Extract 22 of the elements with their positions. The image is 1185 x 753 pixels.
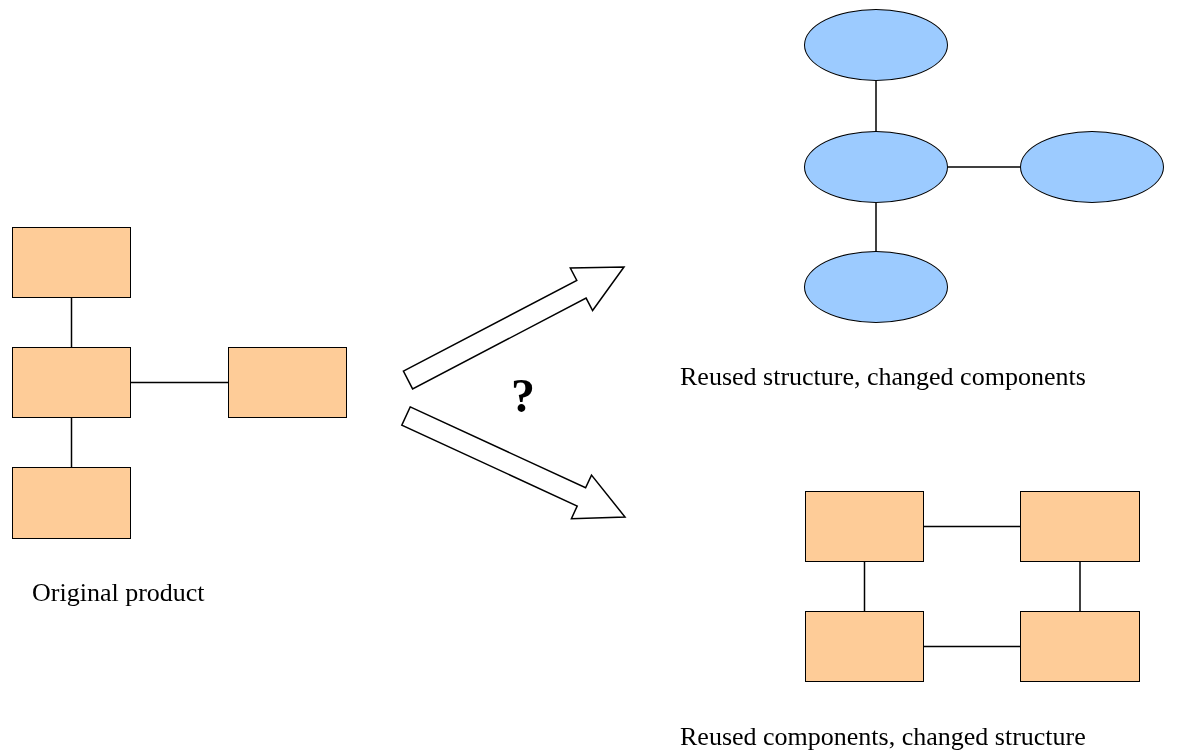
connector-line	[70, 297, 73, 348]
connector-line	[1079, 561, 1081, 612]
connector-line	[130, 381, 229, 384]
component-box	[805, 611, 924, 682]
connector-line	[923, 645, 1021, 648]
connector-line	[875, 202, 877, 252]
connector-line	[863, 561, 866, 612]
component-box	[12, 467, 131, 539]
component-box	[228, 347, 347, 418]
caption: Original product	[32, 578, 205, 608]
component-box	[1020, 491, 1140, 562]
component-box	[12, 347, 131, 418]
question-mark: ?	[511, 370, 535, 422]
caption: Reused structure, changed components	[680, 362, 1086, 392]
component-box	[1020, 611, 1140, 682]
connector-line	[947, 166, 1021, 168]
component-box	[805, 491, 924, 562]
caption: Reused components, changed structure	[680, 722, 1086, 752]
component-box	[12, 227, 131, 298]
connector-line	[70, 417, 73, 468]
connector-line	[923, 525, 1021, 528]
connector-line	[875, 80, 877, 132]
